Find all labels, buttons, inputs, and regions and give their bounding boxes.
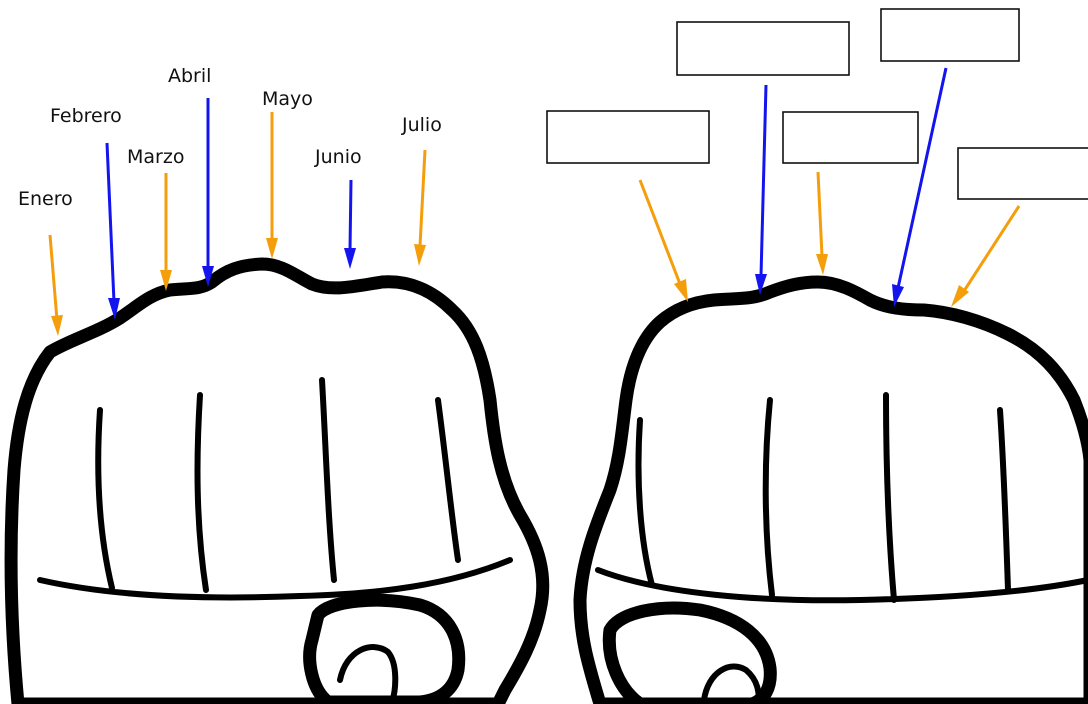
left-finger-bottom bbox=[37, 557, 513, 601]
arrow-enero bbox=[48, 234, 59, 321]
arrowhead-abril bbox=[202, 266, 214, 287]
right-answer-boxes bbox=[546, 8, 1088, 200]
left-labels: Enero Febrero Marzo Abril Mayo Junio Jul… bbox=[18, 65, 442, 210]
right-finger-line-3 bbox=[883, 392, 897, 603]
label-julio: Julio bbox=[401, 114, 442, 136]
arrowhead-box-4 bbox=[892, 284, 904, 307]
left-finger-line-1 bbox=[95, 407, 115, 591]
arrowhead-junio bbox=[344, 248, 356, 269]
label-junio: Junio bbox=[314, 146, 362, 168]
right-finger-line-4 bbox=[997, 407, 1011, 593]
answer-box-4[interactable] bbox=[880, 8, 1020, 62]
arrowhead-box-5 bbox=[951, 285, 969, 307]
arrowhead-marzo bbox=[160, 270, 172, 291]
answer-box-2[interactable] bbox=[676, 21, 850, 76]
left-thumbnail bbox=[337, 644, 399, 704]
left-arrows bbox=[48, 98, 427, 336]
arrow-box-3 bbox=[816, 171, 824, 257]
arrowhead-febrero bbox=[108, 298, 120, 320]
right-finger-line-2 bbox=[762, 397, 775, 598]
label-abril: Abril bbox=[168, 65, 211, 87]
arrowhead-box-1 bbox=[674, 279, 688, 302]
label-enero: Enero bbox=[18, 188, 73, 210]
right-thumb bbox=[602, 601, 777, 704]
left-finger-line-4 bbox=[435, 397, 461, 563]
answer-box-5[interactable] bbox=[957, 147, 1088, 200]
right-arrows bbox=[638, 67, 1021, 307]
arrow-junio bbox=[348, 179, 353, 251]
arrow-box-2 bbox=[759, 84, 768, 277]
label-marzo: Marzo bbox=[127, 146, 184, 168]
answer-box-1[interactable] bbox=[546, 110, 710, 164]
arrow-febrero bbox=[105, 142, 116, 303]
right-fist bbox=[573, 275, 1088, 704]
left-finger-line-2 bbox=[194, 392, 209, 593]
right-finger-bottom bbox=[595, 567, 1088, 604]
arrow-box-5 bbox=[962, 205, 1021, 292]
left-fist-outline bbox=[4, 257, 550, 704]
arrowhead-box-3 bbox=[816, 254, 828, 275]
arrowhead-mayo bbox=[266, 238, 278, 259]
left-fist bbox=[4, 257, 550, 704]
arrow-box-1 bbox=[638, 179, 682, 285]
right-finger-line-1 bbox=[635, 417, 655, 588]
left-finger-line-3 bbox=[319, 377, 337, 583]
arrow-box-4 bbox=[896, 67, 948, 289]
label-febrero: Febrero bbox=[50, 105, 122, 127]
answer-box-3[interactable] bbox=[782, 111, 919, 164]
arrowhead-julio bbox=[414, 244, 426, 266]
arrowhead-enero bbox=[51, 315, 63, 336]
right-thumbnail bbox=[701, 663, 762, 704]
arrow-julio bbox=[418, 149, 427, 247]
arrowhead-box-2 bbox=[755, 274, 767, 295]
label-mayo: Mayo bbox=[262, 88, 313, 110]
